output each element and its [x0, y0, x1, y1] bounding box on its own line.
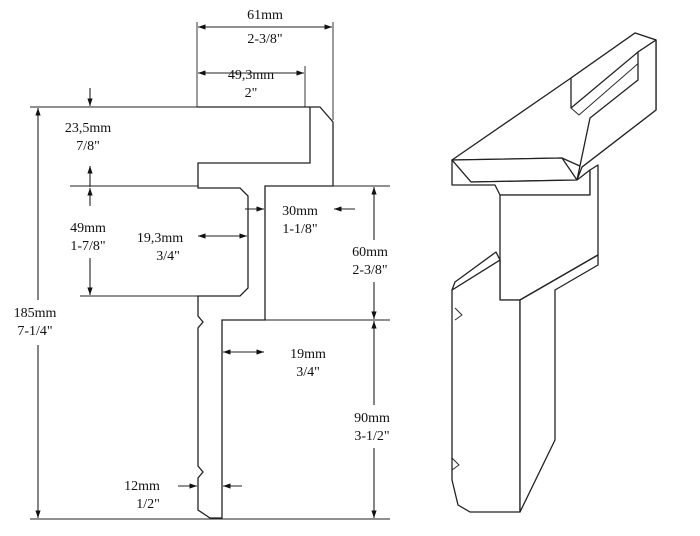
lower-height-imperial: 3-1/2": [354, 429, 389, 444]
stem-width-metric: 19mm: [290, 347, 326, 362]
upper-height-imperial: 2-3/8": [352, 263, 387, 278]
isometric-view: [451, 32, 657, 513]
web-offset-metric: 30mm: [282, 204, 318, 219]
rebate-depth-imperial: 3/4": [156, 249, 180, 264]
web-offset-imperial: 1-1/8": [282, 222, 317, 237]
cross-section-profile: [197, 106, 334, 519]
rebate-height-imperial: 1-7/8": [70, 239, 105, 254]
dimension-lines: [30, 22, 390, 520]
total-height-imperial: 7-1/4": [17, 324, 52, 339]
lower-height-metric: 90mm: [354, 411, 390, 426]
upper-height-metric: 60mm: [352, 245, 388, 260]
rebate-depth-metric: 19,3mm: [137, 231, 183, 246]
cap-width-imperial: 2": [245, 86, 258, 101]
rebate-height-metric: 49mm: [70, 221, 106, 236]
cap-height-metric: 23,5mm: [65, 121, 111, 136]
foot-width-imperial: 1/2": [136, 497, 160, 512]
stem-width-imperial: 3/4": [296, 365, 320, 380]
foot-width-metric: 12mm: [124, 479, 160, 494]
cap-height-imperial: 7/8": [76, 139, 100, 154]
dimension-labels: 61mm 2-3/8" 49,3mm 2" 23,5mm 7/8" 49mm 1…: [14, 8, 390, 512]
total-height-metric: 185mm: [14, 306, 57, 321]
top-width-imperial: 2-3/8": [247, 32, 282, 47]
cap-width-metric: 49,3mm: [228, 68, 274, 83]
top-width-metric: 61mm: [247, 8, 283, 23]
